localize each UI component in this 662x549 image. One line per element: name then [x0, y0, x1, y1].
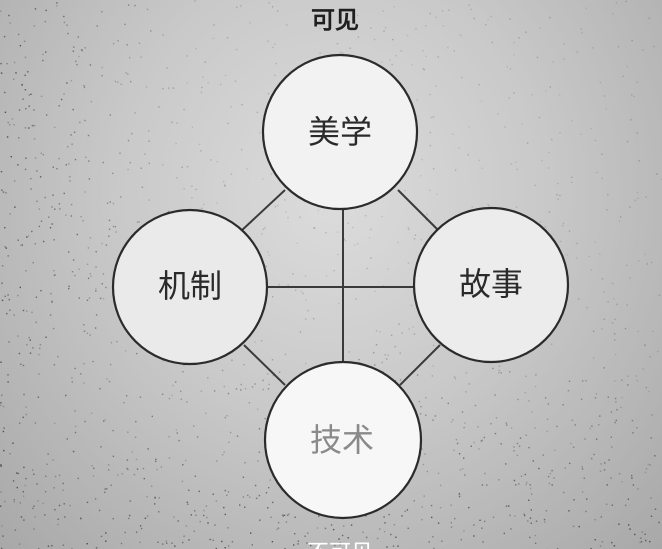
node-top-circle [261, 53, 419, 211]
edge-top-left [239, 189, 286, 233]
node-top-label: 美学 [308, 113, 372, 151]
bottom-axis-label: 不可见 [307, 541, 373, 549]
node-bottom-label: 技术 [310, 421, 374, 459]
edge-left-bottom [243, 344, 286, 386]
node-right-label: 故事 [459, 265, 523, 303]
node-left-circle [111, 208, 269, 366]
top-axis-label: 可见 [311, 5, 359, 34]
node-right-circle [412, 206, 570, 364]
edge-top-right [397, 189, 441, 233]
node-left-label: 机制 [158, 267, 222, 305]
node-bottom-circle [263, 360, 423, 520]
edge-right-bottom [399, 344, 441, 386]
